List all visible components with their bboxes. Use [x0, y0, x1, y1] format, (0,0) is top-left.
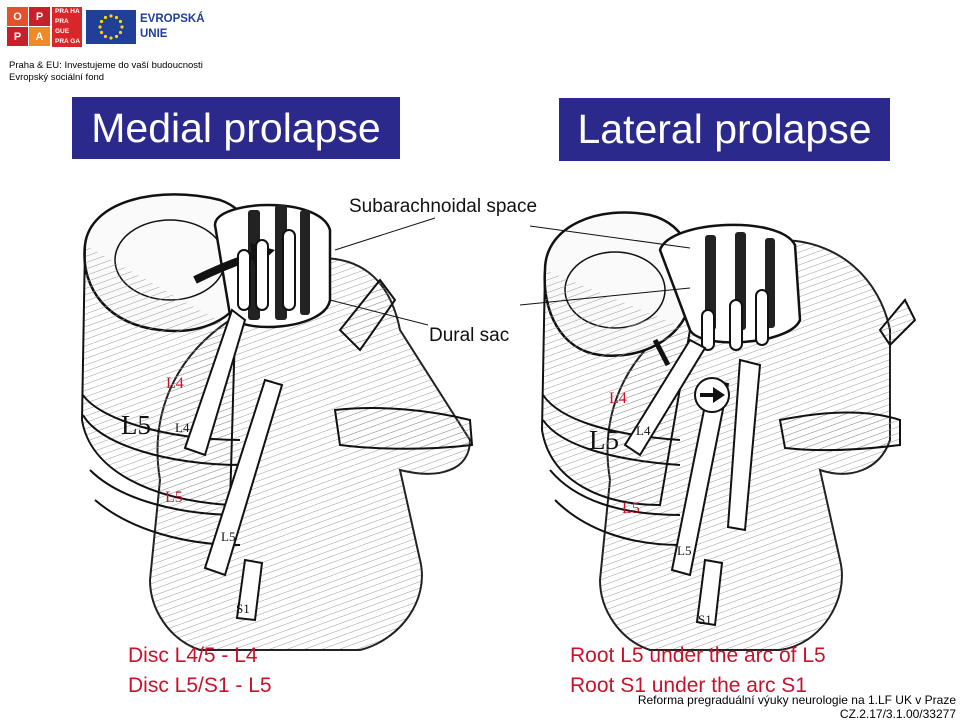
header-investment-line: Praha & EU: Investujeme do vaší budoucno… [9, 60, 203, 71]
right-l4-red-label: L4 [609, 390, 627, 407]
lateral-prolapse-figure: L4 L5 L5 L4 L5 S1 [540, 211, 917, 651]
prague-logo-line: PRA GA [55, 38, 81, 45]
opp-logo-cell: O [7, 7, 28, 26]
footer-line-2: CZ.2.17/3.1.00/33277 [839, 707, 956, 721]
opp-logo-cell: P [29, 7, 50, 26]
dural-sac-label: Dural sac [429, 325, 510, 346]
eu-text-line: EVROPSKÁ [140, 13, 205, 25]
lateral-prolapse-title: Lateral prolapse [559, 98, 890, 161]
prague-logo-line: PRA G [55, 48, 76, 55]
lateral-caption-line: Root L5 under the arc of L5 [570, 644, 826, 667]
medial-caption-line: Disc L5/S1 - L5 [128, 674, 272, 697]
left-root-l4-label: L4 [175, 420, 190, 435]
right-l5-big-label: L5 [589, 425, 619, 455]
prague-logo-line: PRA HA [55, 8, 80, 15]
medial-prolapse-figure: L4 L5 L5 L4 L5 S1 [80, 193, 474, 651]
eu-text: EVROPSKÁ UNIE [140, 12, 205, 42]
right-root-l4-label: L4 [636, 423, 651, 438]
left-l5-big-label: L5 [121, 410, 151, 440]
opp-logo-cell: A [29, 27, 50, 46]
header-fund-line: Evropský sociální fond [9, 72, 105, 83]
left-root-s1-label: S1 [236, 601, 250, 616]
lateral-caption-line: Root S1 under the arc S1 [570, 674, 807, 697]
prague-logo: PRA HA PRA GUE PRA GA PRA G [52, 7, 82, 55]
lateral-caption: Root L5 under the arc of L5 Root S1 unde… [570, 641, 826, 701]
opp-logo-cell: P [7, 27, 28, 46]
right-l5-red-label: L5 [622, 500, 640, 517]
opp-logo: O P P A [7, 7, 51, 47]
right-root-l5-label: L5 [677, 543, 691, 558]
right-root-s1-label: S1 [698, 612, 712, 627]
left-l5-red-label: L5 [165, 489, 183, 506]
left-root-l5-label: L5 [221, 529, 235, 544]
medial-caption: Disc L4/5 - L4 Disc L5/S1 - L5 [128, 641, 272, 701]
medial-caption-line: Disc L4/5 - L4 [128, 644, 258, 667]
subarachnoidal-space-label: Subarachnoidal space [349, 196, 538, 217]
eu-flag-icon [86, 10, 136, 44]
medial-prolapse-title: Medial prolapse [72, 97, 400, 159]
prague-logo-line: PRA GUE [55, 18, 70, 35]
left-l4-red-label: L4 [166, 375, 184, 392]
eu-text-line: UNIE [140, 28, 168, 40]
leader-lines [329, 217, 691, 326]
footer-line-1: Reforma pregraduální výuky neurologie na… [637, 693, 956, 707]
